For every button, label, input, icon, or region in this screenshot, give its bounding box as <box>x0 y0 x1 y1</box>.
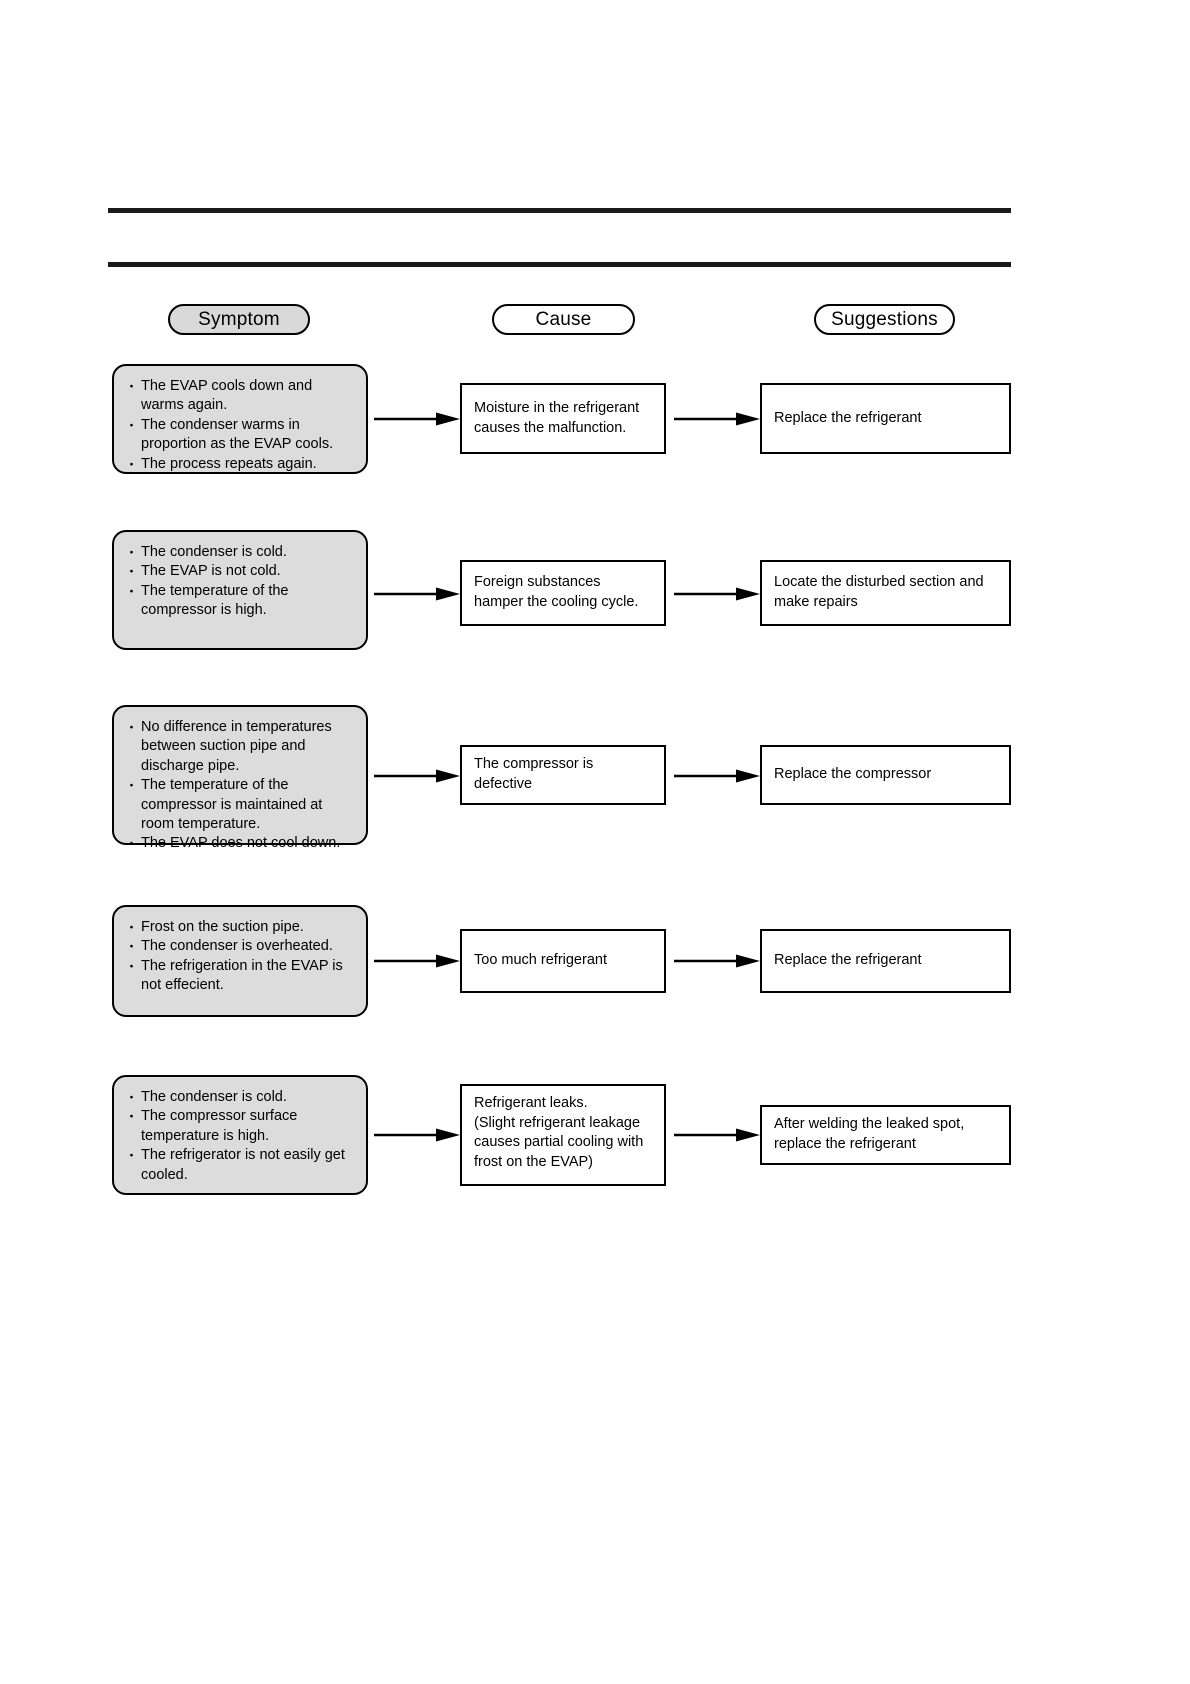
cause-text: Refrigerant leaks. (Slight refrigerant l… <box>474 1095 644 1170</box>
list-item: The temperature of the compressor is hig… <box>125 582 354 621</box>
suggestion-text: Replace the refrigerant <box>774 409 922 426</box>
arrow-cause-to-suggestion-icon <box>674 412 760 426</box>
cause-text: Too much refrigerant <box>474 952 607 969</box>
list-item: The EVAP cools down and warms again. <box>125 377 354 416</box>
arrow-symptom-to-cause-icon <box>374 412 460 426</box>
suggestion-box: Replace the refrigerant <box>760 383 1011 454</box>
symptom-box: No difference in temperatures between su… <box>112 705 368 854</box>
symptom-box: The EVAP cools down and warms again. The… <box>112 364 368 474</box>
list-item: The refrigerator is not easily get coole… <box>125 1146 354 1185</box>
arrow-cause-to-suggestion-icon <box>674 769 760 783</box>
suggestion-box: Replace the compressor <box>760 745 1011 805</box>
cause-box: Moisture in the refrigerant causes the m… <box>460 383 666 454</box>
cause-text: The compressor is defective <box>474 756 594 792</box>
cause-box: Too much refrigerant <box>460 929 666 993</box>
list-item: The condenser is cold. <box>125 1088 354 1108</box>
symptom-list: No difference in temperatures between su… <box>125 718 354 854</box>
cause-box: The compressor is defective <box>460 745 666 805</box>
symptom-box: The condenser is cold. The EVAP is not c… <box>112 530 368 650</box>
arrow-cause-to-suggestion-icon <box>674 954 760 968</box>
arrow-symptom-to-cause-icon <box>374 769 460 783</box>
column-header-suggestions: Suggestions <box>814 304 955 335</box>
cause-text: Foreign substances hamper the cooling cy… <box>474 574 639 610</box>
header-rule-bottom <box>108 262 1011 267</box>
list-item: The condenser is overheated. <box>125 937 354 957</box>
symptom-box: Frost on the suction pipe. The condenser… <box>112 905 368 1017</box>
list-item: No difference in temperatures between su… <box>125 718 354 776</box>
column-header-symptom-label: Symptom <box>198 308 280 330</box>
header-rule-top <box>108 208 1011 213</box>
symptom-box: The condenser is cold. The compressor su… <box>112 1075 368 1195</box>
cause-box: Refrigerant leaks. (Slight refrigerant l… <box>460 1084 666 1186</box>
suggestion-box: After welding the leaked spot, replace t… <box>760 1105 1011 1165</box>
flow-row: The condenser is cold. The EVAP is not c… <box>0 530 1190 655</box>
symptom-list: The EVAP cools down and warms again. The… <box>125 377 354 475</box>
list-item: The EVAP does not cool down. <box>125 834 354 854</box>
list-item: The condenser warms in proportion as the… <box>125 416 354 455</box>
list-item: The EVAP is not cold. <box>125 562 354 582</box>
symptom-list: The condenser is cold. The EVAP is not c… <box>125 543 354 621</box>
symptom-list: Frost on the suction pipe. The condenser… <box>125 918 354 996</box>
symptom-list: The condenser is cold. The compressor su… <box>125 1088 354 1185</box>
flow-row: The EVAP cools down and warms again. The… <box>0 364 1190 489</box>
suggestion-text: Replace the compressor <box>774 766 932 783</box>
cause-text: Moisture in the refrigerant causes the m… <box>474 399 640 436</box>
column-header-cause-label: Cause <box>535 308 592 330</box>
list-item: The process repeats again. <box>125 455 354 475</box>
arrow-cause-to-suggestion-icon <box>674 1128 760 1142</box>
cause-box: Foreign substances hamper the cooling cy… <box>460 560 666 626</box>
list-item: The refrigeration in the EVAP is not eff… <box>125 957 354 996</box>
list-item: The condenser is cold. <box>125 543 354 563</box>
arrow-symptom-to-cause-icon <box>374 587 460 601</box>
suggestion-text: Replace the refrigerant <box>774 952 922 969</box>
suggestion-text: After welding the leaked spot, replace t… <box>774 1116 965 1152</box>
list-item: Frost on the suction pipe. <box>125 918 354 938</box>
column-header-symptom: Symptom <box>168 304 310 335</box>
arrow-symptom-to-cause-icon <box>374 1128 460 1142</box>
flow-row: The condenser is cold. The compressor su… <box>0 1075 1190 1197</box>
flow-row: Frost on the suction pipe. The condenser… <box>0 905 1190 1023</box>
suggestion-box: Locate the disturbed section and make re… <box>760 560 1011 626</box>
suggestion-box: Replace the refrigerant <box>760 929 1011 993</box>
column-header-suggestions-label: Suggestions <box>831 308 938 330</box>
flow-row: No difference in temperatures between su… <box>0 705 1190 854</box>
column-header-cause: Cause <box>492 304 635 335</box>
suggestion-text: Locate the disturbed section and make re… <box>774 574 984 610</box>
list-item: The temperature of the compressor is mai… <box>125 776 354 834</box>
arrow-cause-to-suggestion-icon <box>674 587 760 601</box>
arrow-symptom-to-cause-icon <box>374 954 460 968</box>
list-item: The compressor surface temperature is hi… <box>125 1107 354 1146</box>
